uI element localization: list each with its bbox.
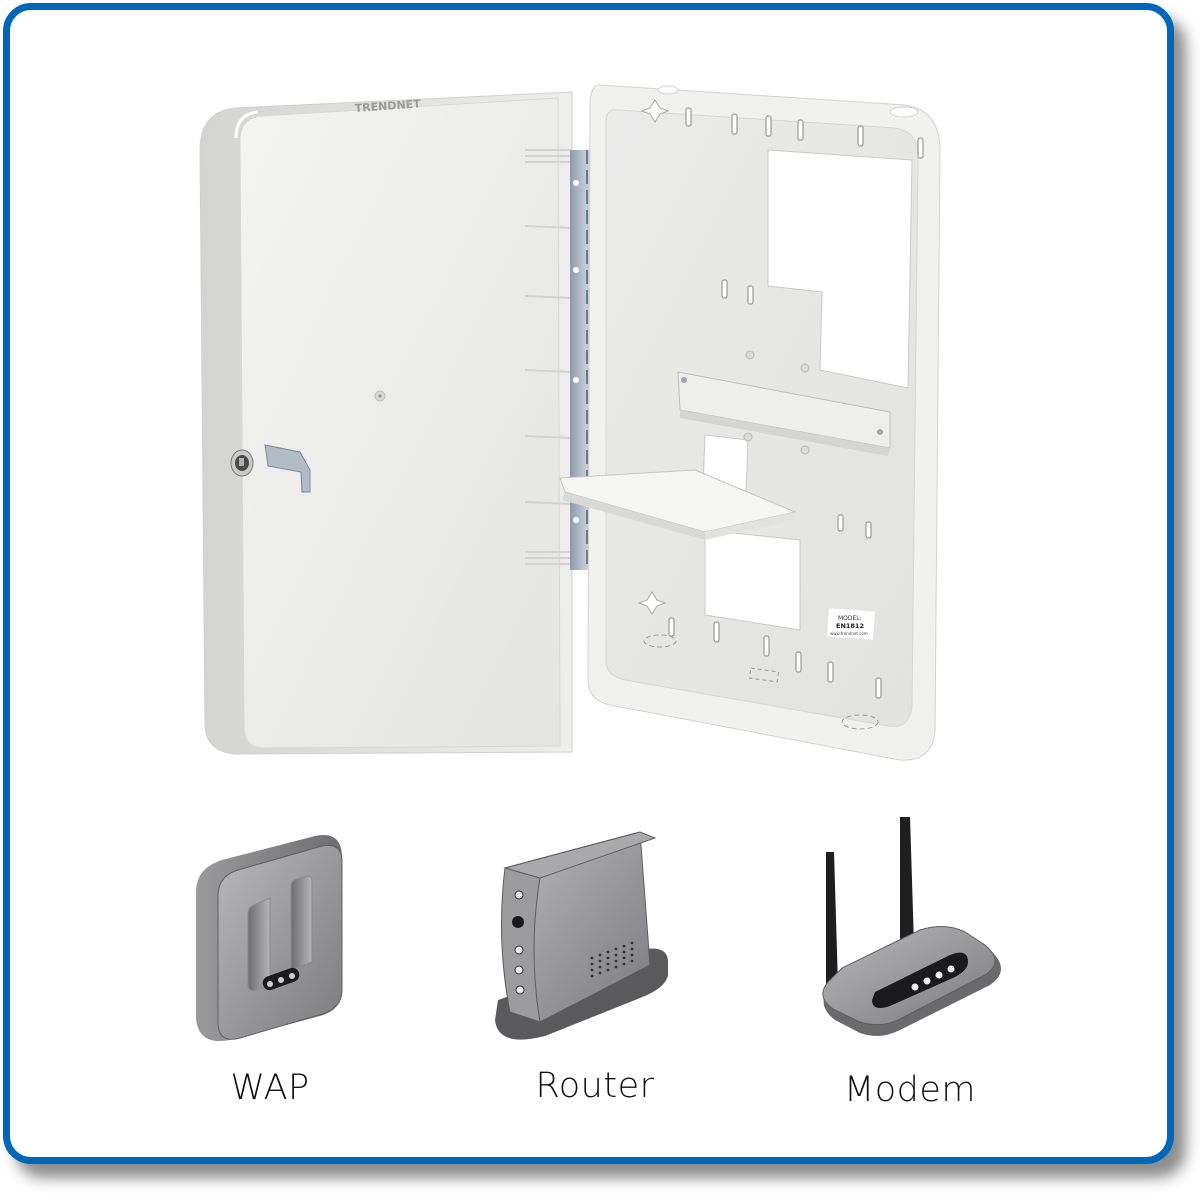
svg-text:www.trendnet.com: www.trendnet.com [830,631,868,636]
svg-text:TRENDNET: TRENDNET [354,97,421,115]
svg-text:EN1812: EN1812 [836,622,864,630]
router-label: Router [535,1066,655,1106]
modem-label: Modem [844,1070,976,1110]
model-label: MODEL: EN1812 www.trendnet.com [827,608,875,640]
wireless-access-point-icon [196,834,343,1042]
lock-icon [230,449,254,477]
modem-icon [822,817,1001,1036]
router-icon [495,831,668,1040]
svg-text:MODEL:: MODEL: [838,615,862,622]
wap-label: WAP [230,1068,310,1108]
enclosure-door: TRENDNET [199,91,573,755]
enclosure-box: MODEL: EN1812 www.trendnet.com [559,84,941,761]
